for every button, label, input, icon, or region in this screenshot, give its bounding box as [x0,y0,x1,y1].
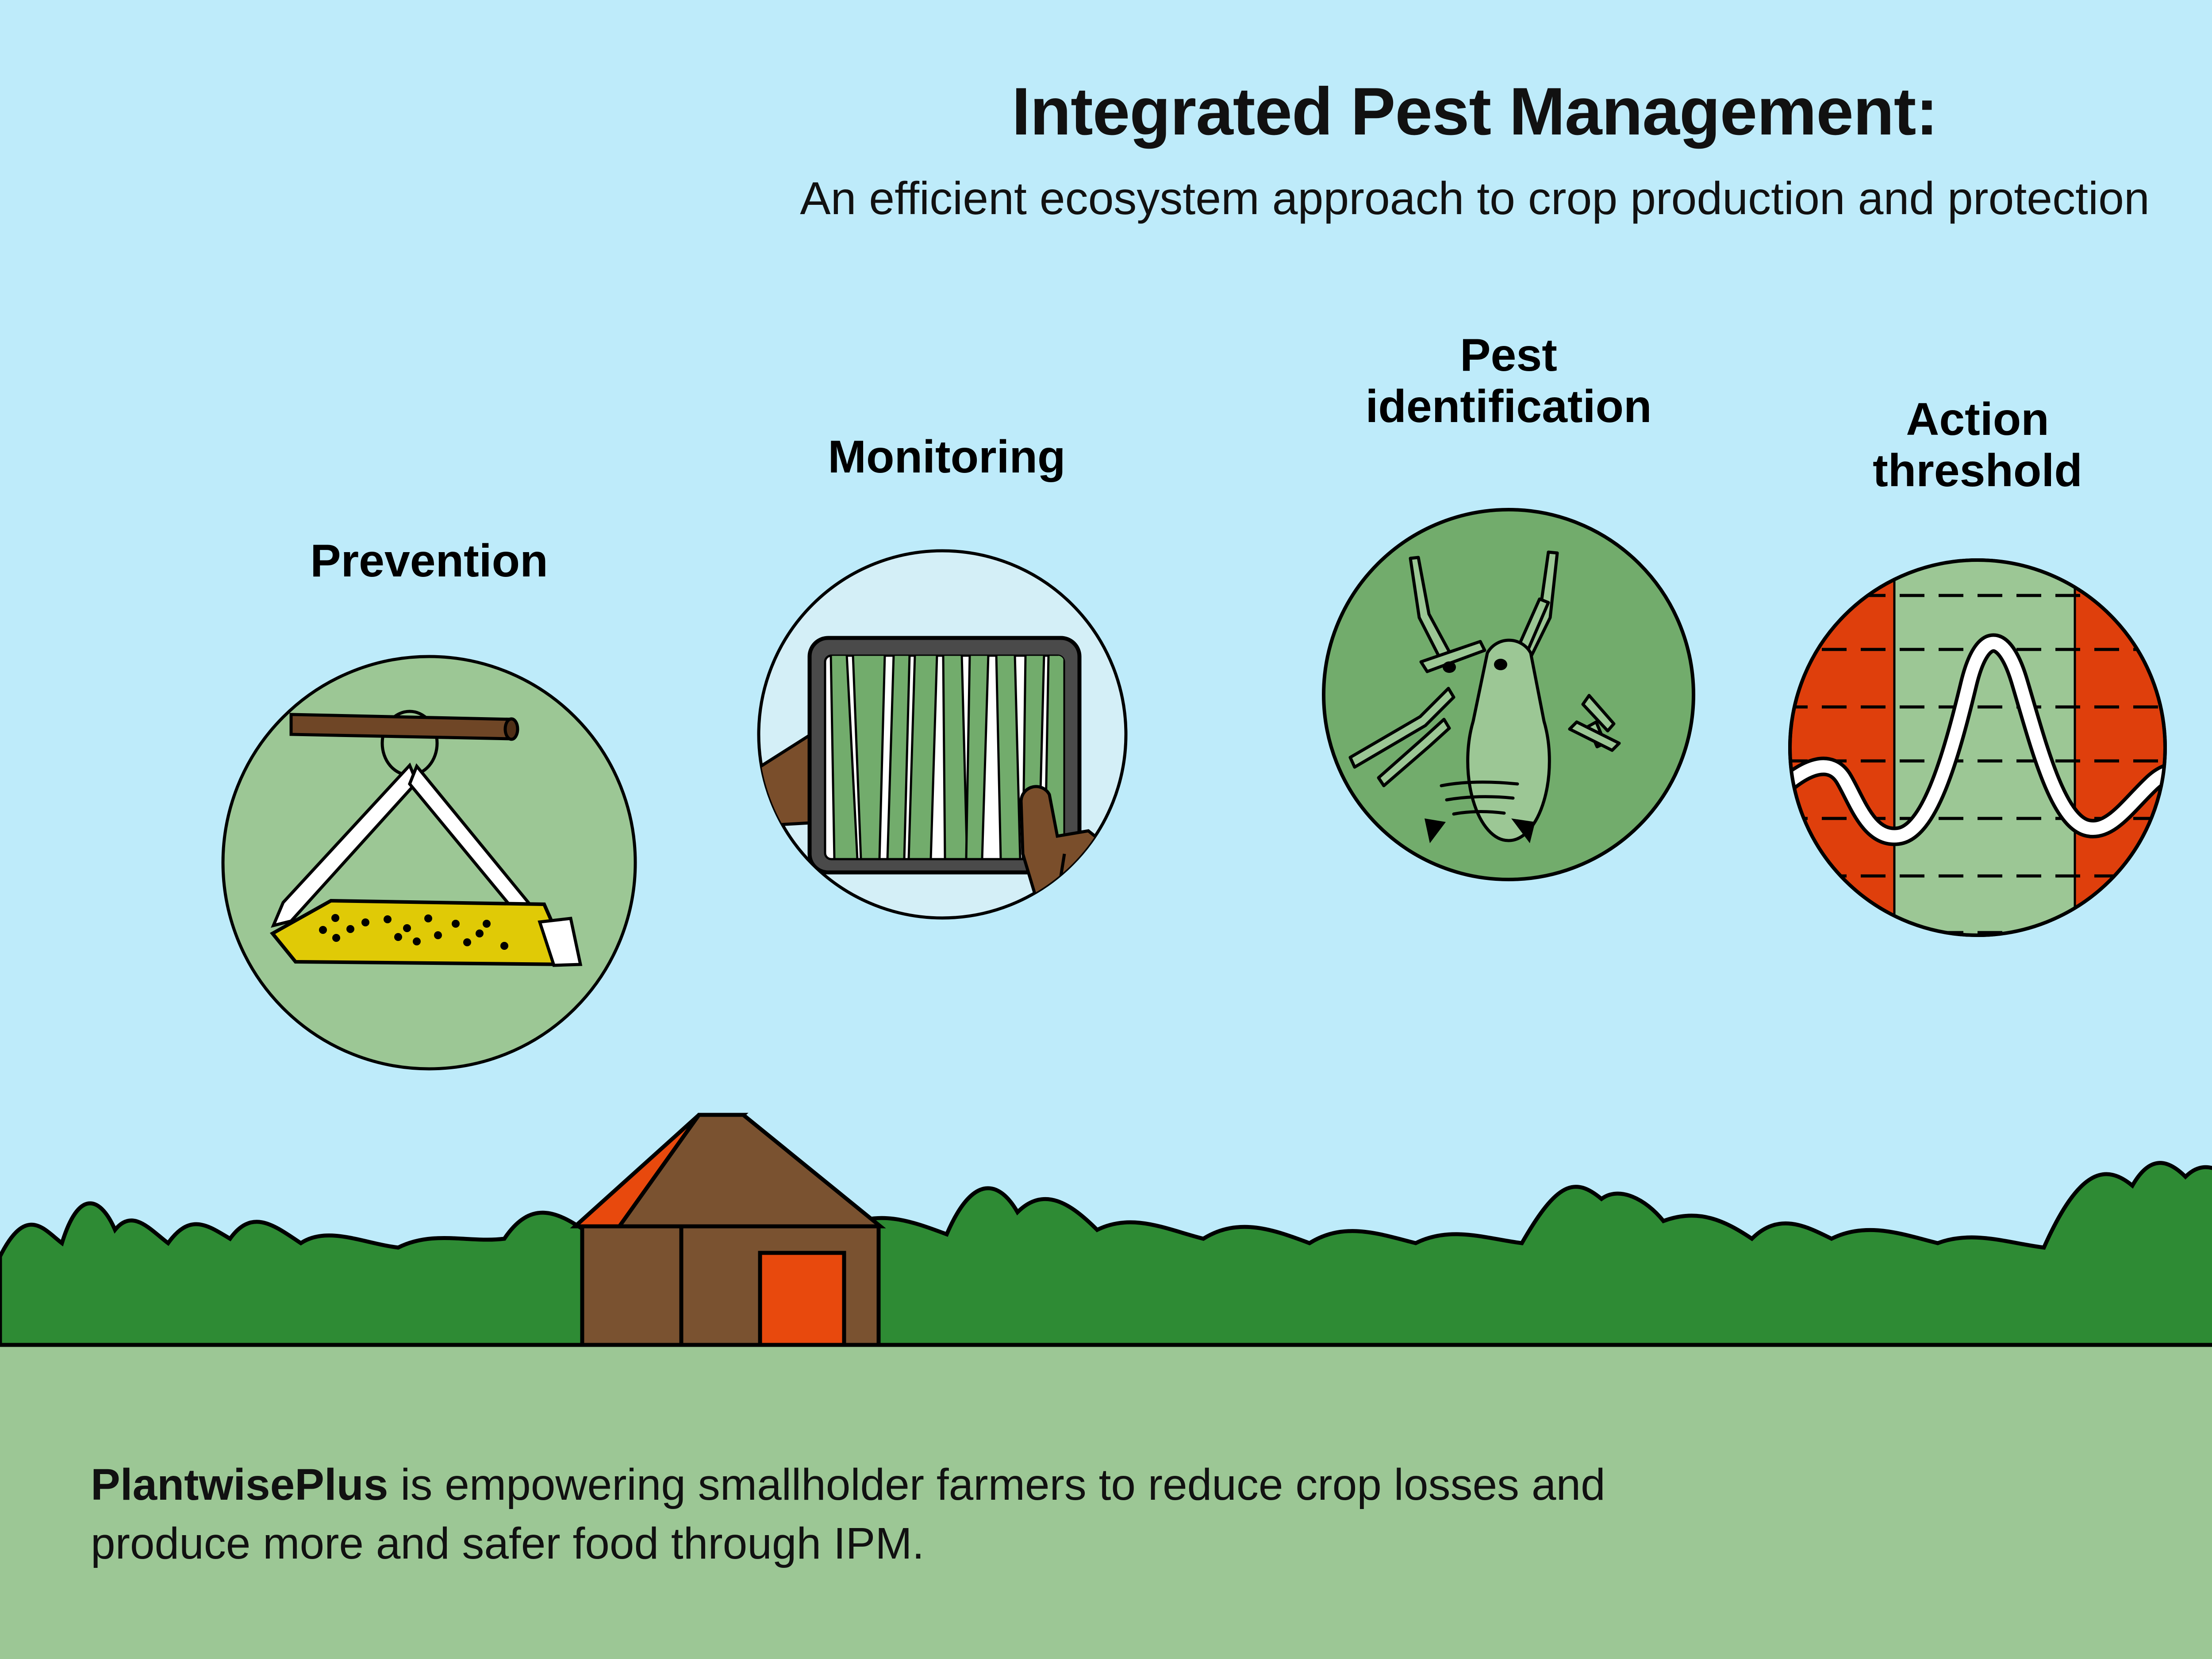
page-title: Integrated Pest Management: [1012,74,1938,149]
footer-sentence: is empowering smallholder farmers to red… [91,1460,1605,1568]
footer-brand: PlantwisePlus [91,1460,388,1509]
threshold-graph-icon [1788,558,2167,937]
step-icon-pest-identification [1318,504,1699,885]
footer-statement: PlantwisePlus is empowering smallholder … [91,1455,1772,1573]
page-subtitle: An efficient ecosystem approach to crop … [800,173,2150,224]
step-label-action-threshold: Action threshold [1873,394,2082,497]
step-icon-action-threshold [1783,553,2172,942]
step-label-pest-identification: Pest identification [1365,330,1652,433]
tablet-scouting-icon [757,549,1128,920]
step-label-monitoring: Monitoring [828,431,1066,483]
step-icon-prevention [217,655,641,1071]
step-icon-monitoring [752,544,1133,925]
footer-band [0,1407,2212,1659]
sticky-trap-icon [221,655,637,1071]
aphid-icon [1322,508,1695,881]
step-label-prevention: Prevention [310,535,548,587]
